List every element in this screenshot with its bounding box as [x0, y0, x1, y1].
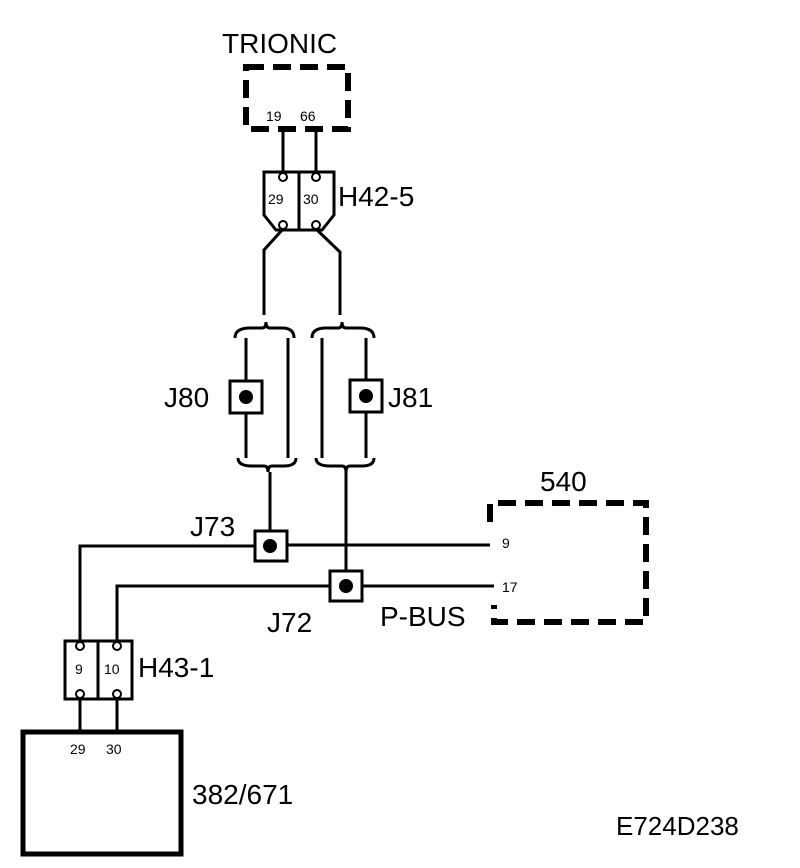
unit-540-pin-9: 9: [502, 535, 510, 551]
j80-top-brace: [233, 321, 296, 339]
unit-540-box: [487, 500, 649, 625]
j80-dot: [239, 390, 253, 404]
unit-540-label: 540: [540, 466, 587, 497]
j72-dot: [339, 579, 353, 593]
unit-382-671-label: 382/671: [192, 779, 293, 810]
h42-5-connector: [262, 170, 336, 232]
figure-id: E724D238: [616, 811, 739, 841]
h43-1-pin-9: 9: [75, 661, 83, 677]
wire-j72-h43: [115, 584, 330, 641]
trionic-box: [243, 64, 351, 132]
j73-label: J73: [190, 511, 235, 542]
h43-1-pin-10: 10: [104, 661, 120, 677]
h43-1-connector: [63, 639, 134, 701]
trionic-pin-66: 66: [300, 108, 316, 124]
j81-bottom-brace: [314, 457, 376, 473]
j81-top-brace: [310, 321, 376, 339]
j81-dot: [359, 389, 373, 403]
h43-1-label: H43-1: [138, 652, 214, 683]
h42-5-pin-29: 29: [268, 191, 284, 207]
j73-dot: [263, 539, 277, 553]
wire-h42-29: [262, 227, 285, 315]
j80-bottom-brace: [236, 457, 298, 473]
unit-540-pin-17: 17: [502, 579, 518, 595]
unit-382-671-pin-29: 29: [70, 741, 86, 757]
wire-j73-h43: [78, 544, 255, 641]
j72-label: J72: [267, 607, 312, 638]
h42-5-label: H42-5: [338, 181, 414, 212]
trionic-pin-19: 19: [266, 108, 282, 124]
p-bus-label: P-BUS: [380, 601, 466, 632]
h42-5-pin-30: 30: [303, 191, 319, 207]
unit-382-671-pin-30: 30: [106, 741, 122, 757]
j81-label: J81: [388, 382, 433, 413]
j80-label: J80: [164, 382, 209, 413]
trionic-label: TRIONIC: [222, 28, 337, 59]
unit-382-671-box: [20, 729, 184, 857]
wire-h42-30: [314, 227, 342, 315]
